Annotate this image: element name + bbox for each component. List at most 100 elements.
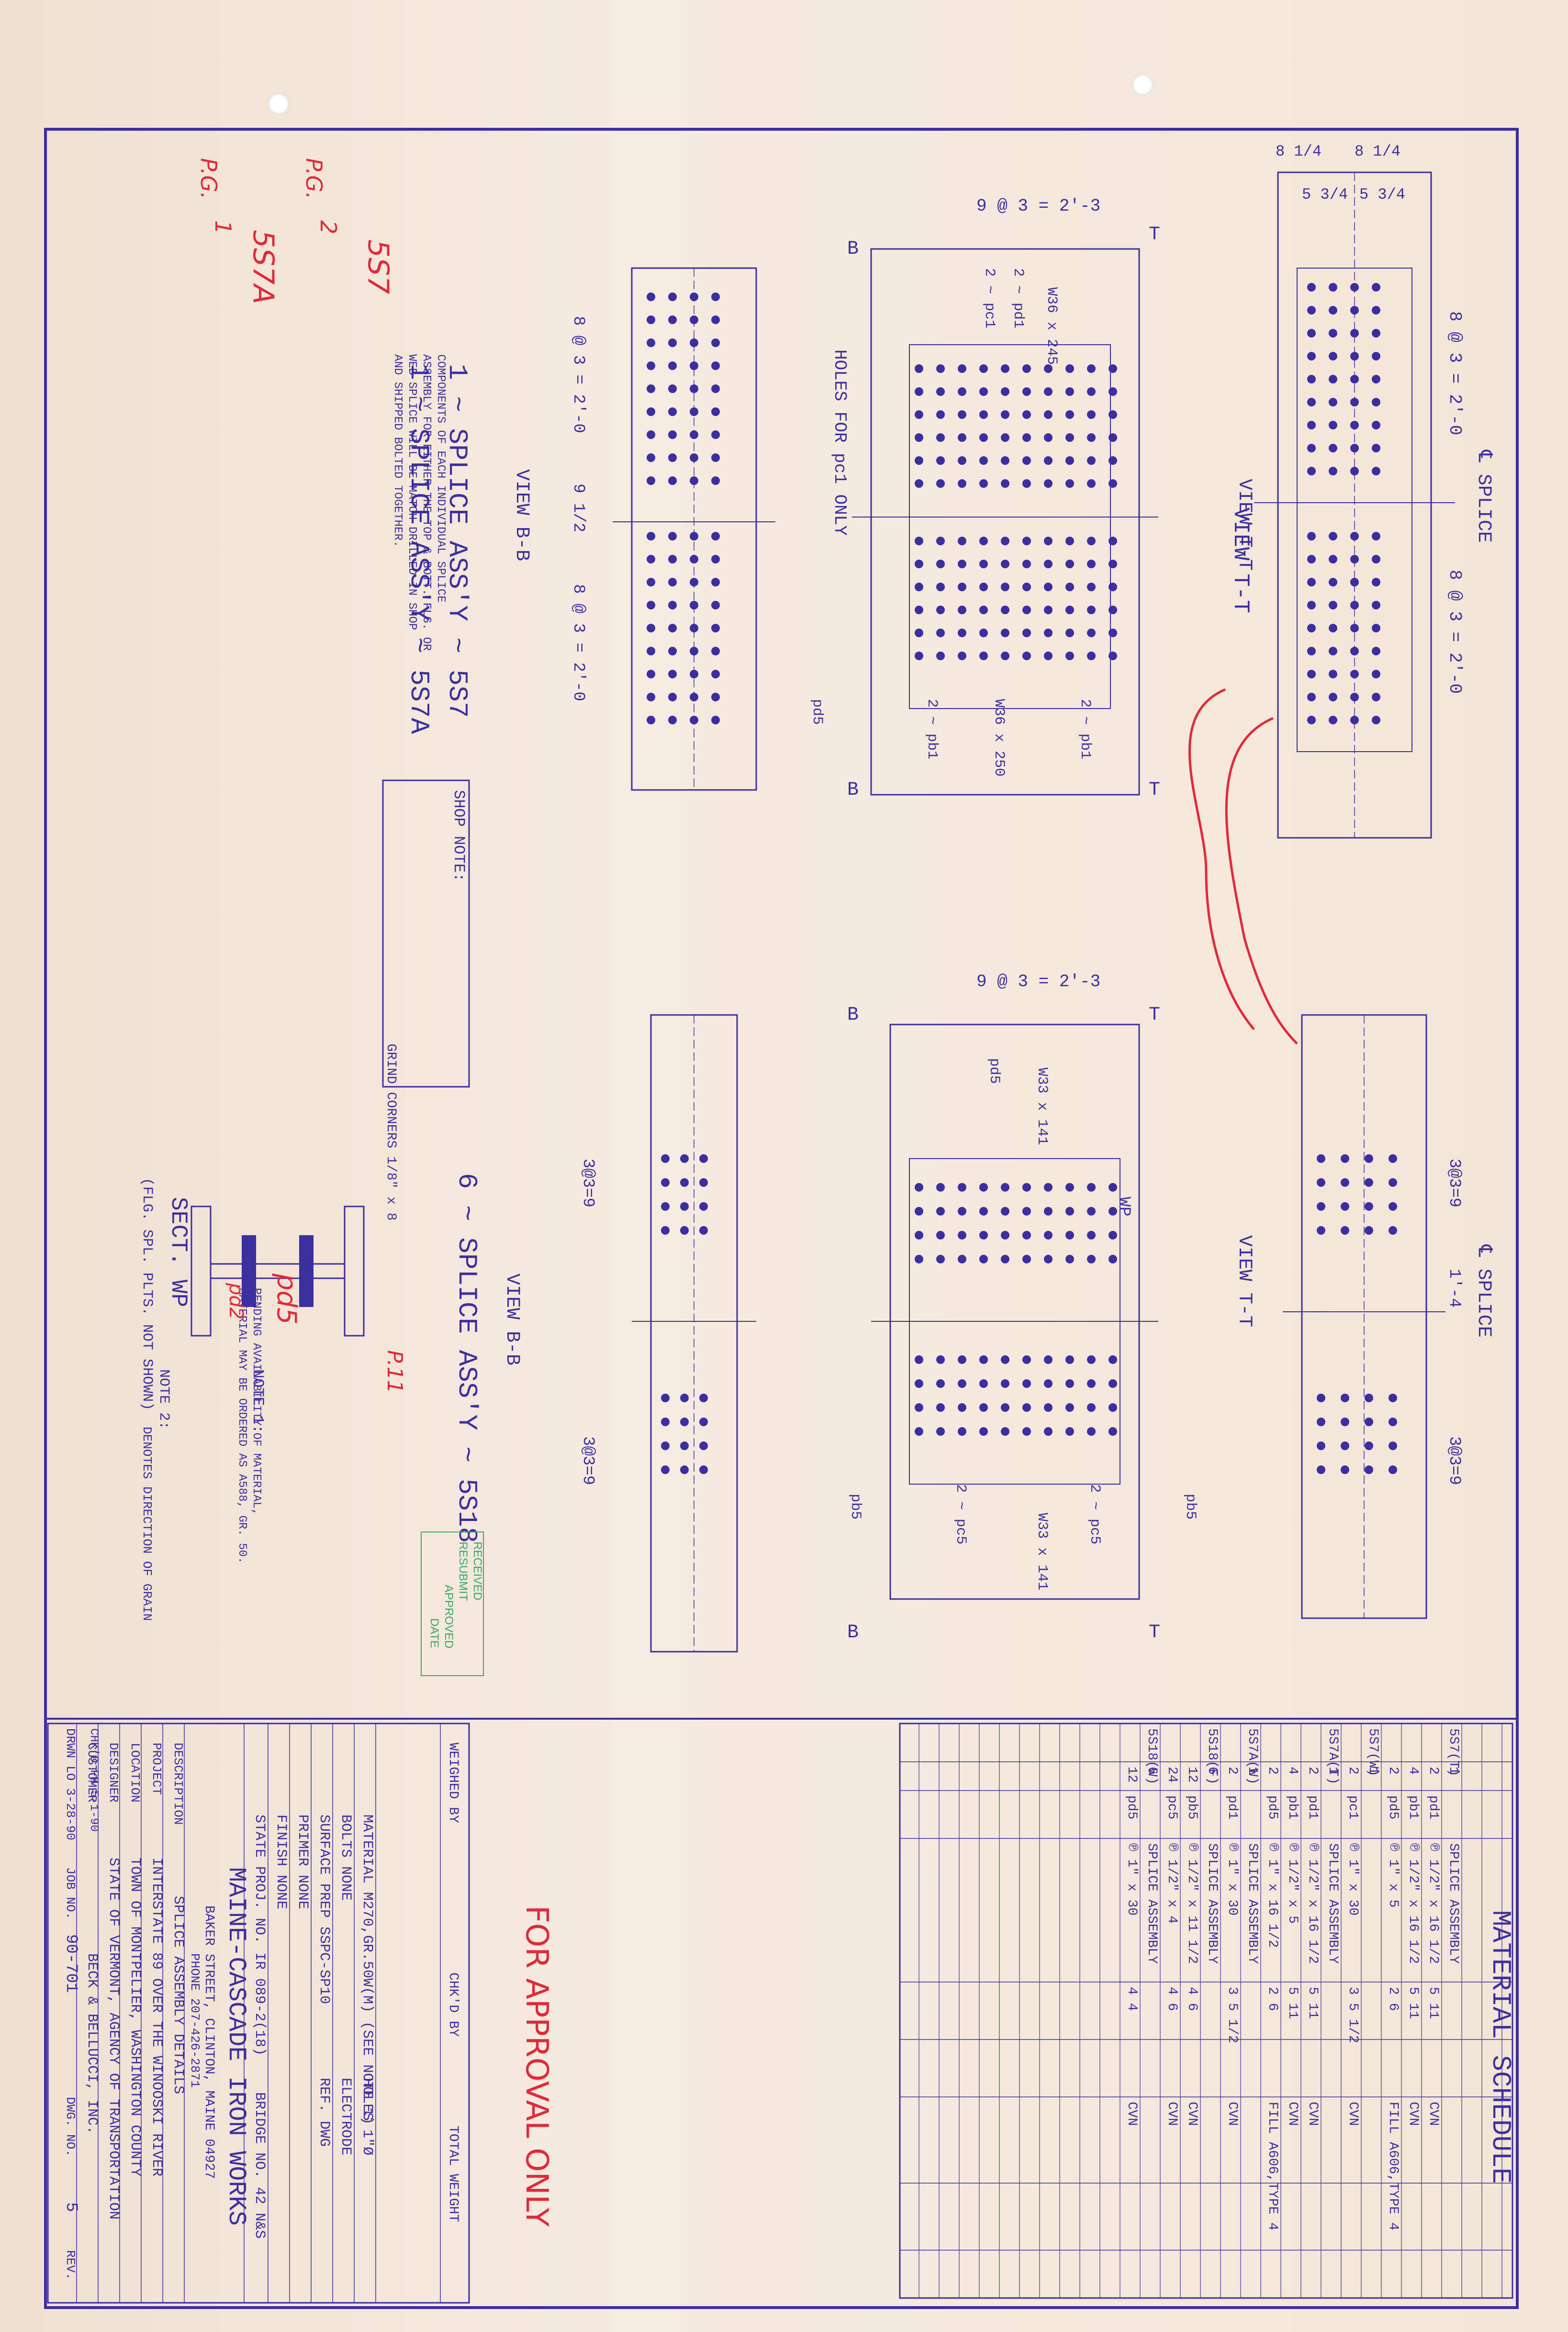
view-bb-lower: VIEW B-B 3@3=9 3@3=9: [501, 1014, 756, 1653]
bolt-hole: [1022, 456, 1031, 465]
view-tt-center-upper: 9 @ 3 = 2'-3 VIEW T-T HOLES FOR pc1 ONLY…: [809, 196, 1255, 801]
bolt-hole: [1109, 1255, 1117, 1263]
bolt-hole: [1087, 364, 1096, 373]
label-pb5: pb5: [847, 1494, 863, 1520]
bolt-hole: [1389, 1442, 1397, 1450]
note2-body: DENOTES DIRECTION OF GRAIN: [140, 1427, 154, 1621]
bolt-hole: [1001, 433, 1009, 442]
schedule-cell: FILL A606,TYPE 4: [1386, 2102, 1400, 2231]
bolt-hole: [1109, 456, 1117, 465]
bolt-hole: [979, 1403, 988, 1412]
bolt-hole: [1329, 444, 1337, 452]
bolt-hole: [1044, 606, 1053, 614]
notes-lower: NOTE 1: PENDING AVAILABILITY OF MATERIAL…: [140, 1288, 267, 1621]
schedule-cell: CVN: [1185, 2102, 1199, 2126]
bolt-hole: [711, 453, 720, 462]
schedule-cell: FILL A606,TYPE 4: [1265, 2102, 1280, 2231]
markup-1: 1: [210, 220, 236, 234]
bolt-hole: [936, 1231, 945, 1239]
bolt-hole: [1350, 693, 1359, 701]
bolt-hole: [1001, 479, 1009, 488]
bolt-hole: [1044, 433, 1053, 442]
tb-surface-prep: SURFACE PREP SSPC-SP10: [316, 1814, 332, 2004]
schedule-cell: 5 11: [1285, 1987, 1300, 2019]
bolt-hole: [1365, 1442, 1373, 1450]
dim-8at3-c: 8 @ 3 = 2'-0: [569, 316, 587, 433]
bolt-hole: [1044, 629, 1053, 637]
schedule-cell: 2: [1426, 1767, 1441, 1775]
section-t-marker: T: [1149, 779, 1160, 801]
bolt-hole: [1065, 1231, 1074, 1239]
total-weight: TOTAL WEIGHT: [446, 2126, 460, 2222]
schedule-cell: 5S7A(W): [1245, 1728, 1260, 1785]
bolt-hole: [1307, 421, 1316, 429]
bolt-hole: [668, 532, 677, 541]
bolt-hole: [1109, 537, 1117, 545]
weighed-by: WEIGHED BY: [446, 1743, 460, 1823]
bolt-hole: [1044, 1427, 1053, 1436]
red-markups-lower: pd5 pd2 P.11: [225, 1273, 407, 1393]
bolt-hole: [1001, 652, 1009, 660]
bolt-hole: [1307, 375, 1316, 383]
bolt-hole: [979, 410, 988, 419]
bolt-hole: [690, 578, 698, 586]
bolt-hole: [979, 1183, 988, 1192]
bolt-hole: [1065, 629, 1074, 637]
bolt-hole: [1087, 606, 1096, 614]
bolt-hole: [1307, 329, 1316, 338]
bolt-hole: [1044, 387, 1053, 396]
bolt-hole: [1044, 1231, 1053, 1239]
dim-8at3-a: 8 @ 3 = 2'-0: [1445, 311, 1465, 435]
schedule-cell: SPLICE ASSEMBLY: [1245, 1843, 1260, 1964]
bolt-hole: [711, 624, 720, 632]
bolt-hole: [668, 578, 677, 586]
bolt-hole: [915, 1207, 923, 1216]
bolt-hole: [1065, 1403, 1074, 1412]
bolt-hole: [1044, 560, 1053, 568]
bolt-hole: [699, 1442, 708, 1450]
note1-title: NOTE 1:: [249, 1369, 267, 1433]
bolt-hole: [1372, 670, 1380, 678]
schedule-cell: 4: [1285, 1767, 1300, 1775]
bolt-hole: [1087, 1231, 1096, 1239]
bolt-hole: [1065, 1207, 1074, 1216]
bolt-hole: [1365, 1465, 1373, 1474]
bolt-hole: [915, 1255, 923, 1263]
bolt-hole: [647, 361, 655, 370]
bolt-hole: [647, 601, 655, 609]
assy-5s7a-label: 1 ~ SPLICE ASS'Y ~ 5S7A: [403, 364, 434, 734]
bolt-hole: [979, 1255, 988, 1263]
chkd-by: CHK'D BY: [446, 1972, 460, 2037]
bolt-hole: [936, 433, 945, 442]
bolt-hole: [1001, 1231, 1009, 1239]
bolt-hole: [1044, 479, 1053, 488]
schedule-cell: 1: [1245, 1767, 1260, 1775]
markup-5s7a: 5S7A: [246, 230, 280, 304]
section-b-marker: B: [847, 779, 859, 801]
bolt-hole: [1001, 1255, 1009, 1263]
bolt-hole: [699, 1154, 708, 1163]
bolt-hole: [661, 1442, 670, 1450]
schedule-cell: 5 11: [1406, 1987, 1421, 2019]
bolt-hole: [1350, 670, 1359, 678]
punch-hole: [268, 93, 289, 114]
bolt-hole: [1109, 1183, 1117, 1192]
bolt-hole: [1044, 583, 1053, 591]
bolt-hole: [1022, 387, 1031, 396]
bolt-hole: [936, 629, 945, 637]
bolt-hole: [915, 560, 923, 568]
dim-3at3-a: 3@3=9: [1445, 1159, 1463, 1207]
schedule-cell: pd5: [1124, 1795, 1139, 1819]
bolt-hole: [668, 361, 677, 370]
tb-state-proj: STATE PROJ. NO. IR 089-2(18): [251, 1814, 268, 2056]
bolt-hole: [1365, 1418, 1373, 1426]
schedule-cell: SPLICE ASSEMBLY: [1144, 1843, 1159, 1964]
view-bb-lower-label: VIEW B-B: [501, 1273, 523, 1365]
bolt-hole: [979, 583, 988, 591]
bolt-hole: [1022, 1183, 1031, 1192]
dim-5-3-4: 5 3/4: [1302, 186, 1348, 203]
bolt-hole: [1329, 693, 1337, 701]
bolt-hole: [1087, 560, 1096, 568]
bolt-hole: [1307, 647, 1316, 655]
tb-bolts: BOLTS NONE: [337, 1814, 354, 1901]
